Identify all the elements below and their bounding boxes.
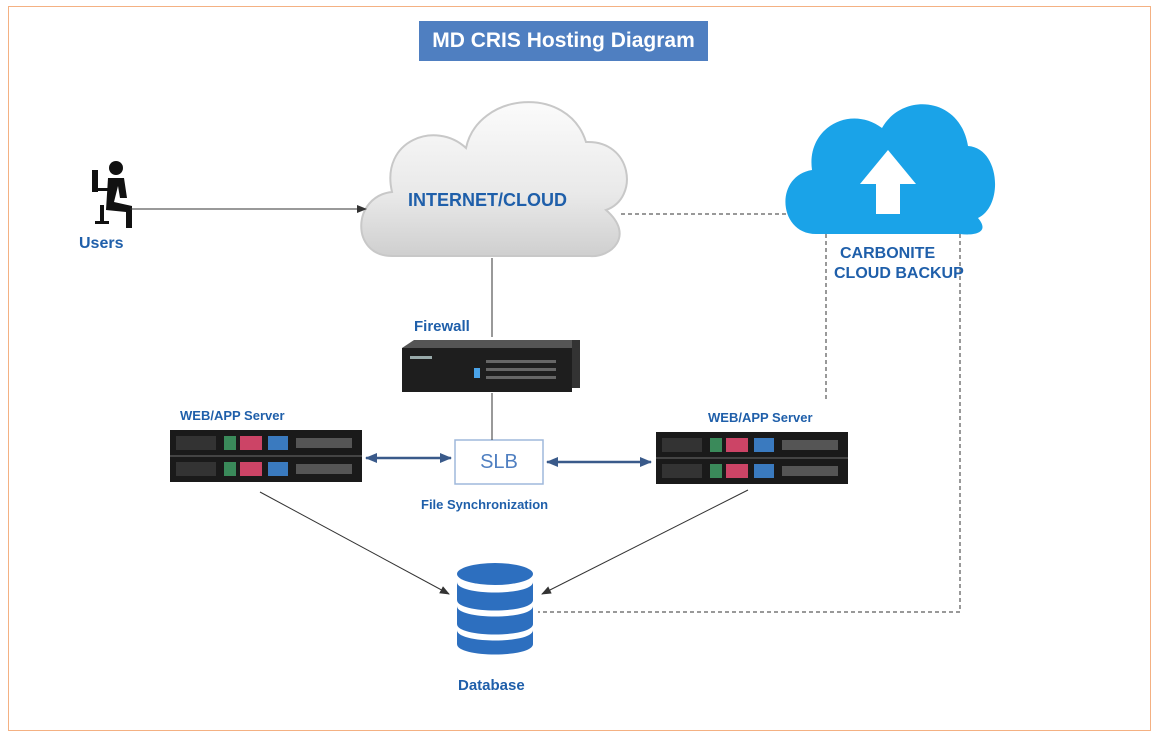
internet-cloud-icon — [360, 101, 628, 258]
firewall-appliance-icon — [402, 340, 580, 392]
connector-backup-database — [538, 234, 961, 613]
backup-label-line2: CLOUD BACKUP — [834, 265, 964, 282]
internet-cloud-label: INTERNET/CLOUD — [408, 190, 567, 210]
cloud-backup-icon — [785, 104, 996, 235]
web-app-server-right-icon — [656, 432, 848, 484]
connector-right-server-database — [541, 489, 749, 595]
connector-left-server-database — [259, 491, 450, 595]
database-icon — [457, 563, 533, 655]
diagram-frame — [8, 6, 1151, 731]
backup-label-line1: CARBONITE — [840, 245, 936, 262]
web-app-server-left-label: WEB/APP Server — [180, 408, 285, 423]
web-app-server-left-icon — [170, 430, 362, 482]
slb-box — [454, 439, 544, 485]
user-at-computer-icon — [92, 161, 132, 228]
web-app-server-right-label: WEB/APP Server — [708, 410, 813, 425]
file-sync-label: File Synchronization — [421, 497, 549, 512]
firewall-label: Firewall — [414, 318, 470, 335]
database-label: Database — [458, 677, 525, 694]
users-label: Users — [79, 235, 124, 252]
diagram-title: MD CRIS Hosting Diagram — [419, 21, 708, 61]
slb-label: SLB — [480, 450, 518, 473]
